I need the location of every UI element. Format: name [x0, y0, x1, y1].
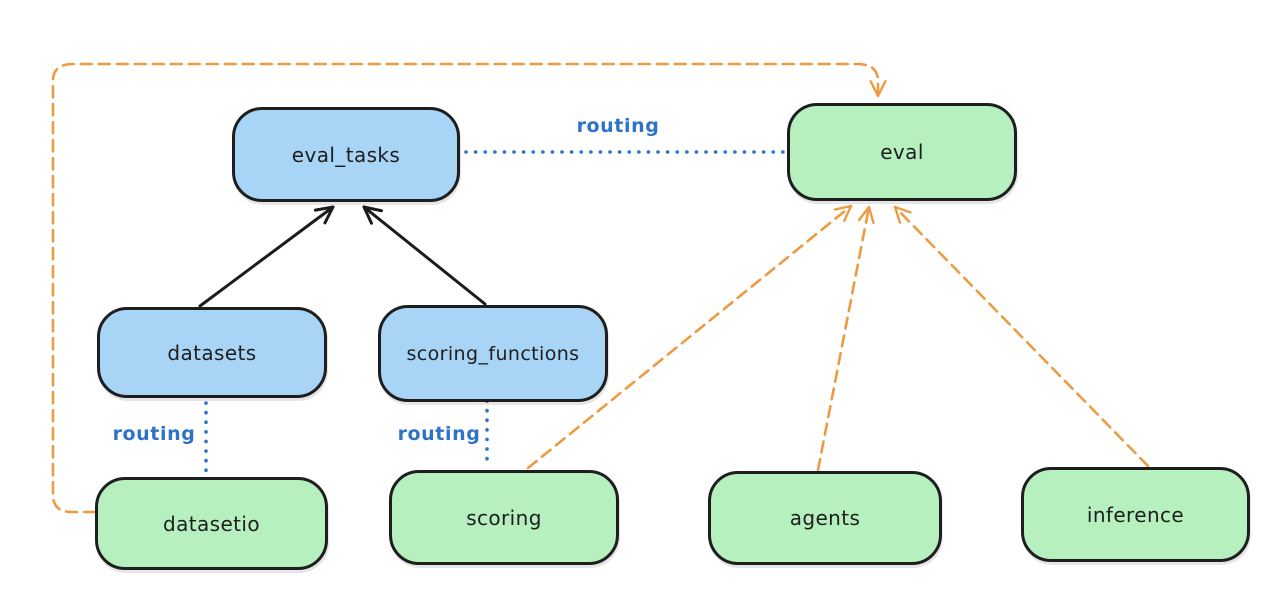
edge-scoring-functions-to-eval-tasks — [362, 205, 487, 306]
node-eval: eval — [787, 103, 1017, 201]
node-eval-tasks: eval_tasks — [232, 107, 460, 202]
node-datasets: datasets — [97, 307, 327, 398]
node-inference: inference — [1021, 467, 1250, 562]
edge-datasets-to-eval-tasks — [198, 205, 335, 308]
edge-agents-to-eval — [816, 205, 875, 472]
node-scoring: scoring — [389, 470, 619, 565]
edge-datasetio-to-eval — [51, 62, 887, 514]
node-datasets-label: datasets — [167, 340, 257, 365]
node-agents: agents — [708, 471, 942, 565]
node-eval-label: eval — [880, 140, 924, 164]
routing-label-scoring-functions-scoring: routing — [397, 423, 481, 445]
node-inference-label: inference — [1086, 502, 1185, 527]
node-scoring-functions-label: scoring_functions — [406, 342, 580, 365]
routing-label-datasets-datasetio: routing — [112, 423, 196, 445]
edge-scoring-to-eval — [526, 204, 853, 470]
node-datasetio: datasetio — [95, 477, 328, 570]
node-scoring-functions: scoring_functions — [378, 305, 608, 402]
routing-label-eval-tasks-eval: routing — [576, 115, 660, 137]
node-scoring-label: scoring — [466, 505, 542, 530]
node-datasetio-label: datasetio — [162, 511, 260, 536]
node-eval-tasks-label: eval_tasks — [291, 142, 401, 167]
node-agents-label: agents — [789, 506, 861, 530]
edge-inference-to-eval — [893, 205, 1150, 468]
